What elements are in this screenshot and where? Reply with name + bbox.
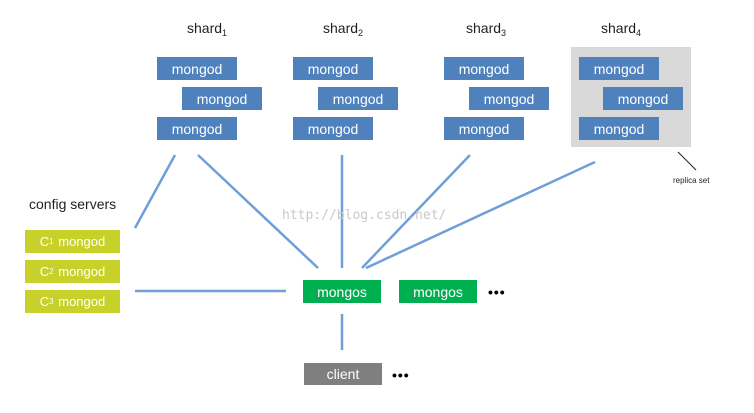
replica-set-label: replica set [673,176,710,185]
line-shard1-to-mongos [197,154,319,269]
watermark-text: http://blog.csdn.net/ [282,208,447,223]
shard4-title: shard4 [601,20,642,38]
shard1-mongod-1: mongod [157,57,237,80]
shard3-mongod-3: mongod [444,117,524,140]
shard1-mongod-2: mongod [182,87,262,110]
shard2-title: shard2 [323,20,364,38]
shard4-mongod-2: mongod [603,87,683,110]
shard2-mongod-2: mongod [318,87,398,110]
config-servers-title: config servers [29,196,117,212]
line-config-to-shard1 [133,154,177,229]
shard1-title: shard1 [187,20,228,38]
shard3-mongod-1: mongod [444,57,524,80]
replica-pointer-line [677,151,697,171]
shard3-mongod-2: mongod [469,87,549,110]
shard2-mongod-3: mongod [293,117,373,140]
line-shard3-to-mongos [361,154,471,269]
shard4-mongod-1: mongod [579,57,659,80]
client-more-ellipsis: ••• [392,367,410,383]
mongos-router-2: mongos [399,280,477,303]
shard3-title: shard3 [466,20,507,38]
mongos-router-1: mongos [303,280,381,303]
shard4-mongod-3: mongod [579,117,659,140]
shard1-mongod-3: mongod [157,117,237,140]
mongos-more-ellipsis: ••• [488,284,506,300]
client-node: client [304,363,382,385]
line-shard4-to-mongos [365,160,596,270]
shard2-mongod-1: mongod [293,57,373,80]
